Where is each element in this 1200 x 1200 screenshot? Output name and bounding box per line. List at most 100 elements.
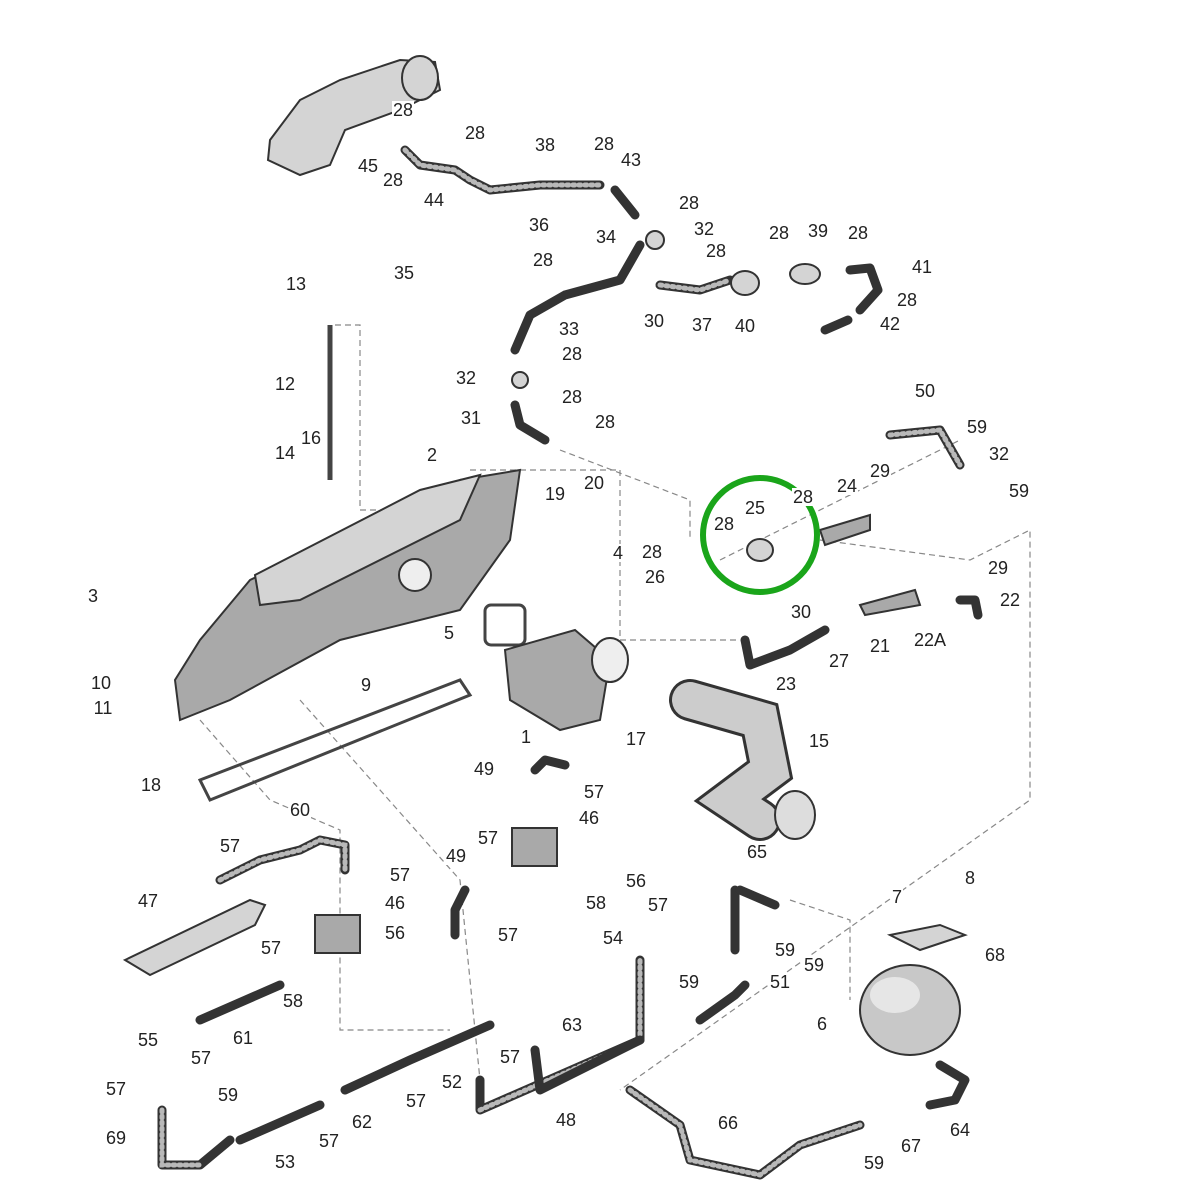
- part-callout: 30: [642, 311, 666, 331]
- part-callout: 56: [624, 871, 648, 891]
- part-callout: 44: [422, 190, 446, 210]
- part-callout: 8: [963, 868, 977, 888]
- part-callout: 28: [704, 241, 728, 261]
- part-callout: 63: [560, 1015, 584, 1035]
- part-callout: 45: [356, 156, 380, 176]
- part-callout: 9: [359, 675, 373, 695]
- part-callout: 53: [273, 1152, 297, 1172]
- part-callout: 20: [582, 473, 606, 493]
- part-callout: 40: [733, 316, 757, 336]
- part-callout: 52: [440, 1072, 464, 1092]
- part-callout: 49: [444, 846, 468, 866]
- intake-manifold: [173, 325, 522, 722]
- part-callout: 27: [827, 651, 851, 671]
- part-callout: 59: [965, 417, 989, 437]
- part-callout: 58: [281, 991, 305, 1011]
- part-callout: 4: [611, 543, 625, 563]
- large-hose-15: [669, 679, 816, 841]
- part-callout: 66: [716, 1113, 740, 1133]
- part-callout: 18: [139, 775, 163, 795]
- part-callout: 59: [216, 1085, 240, 1105]
- part-callout: 57: [404, 1091, 428, 1111]
- throttle-body: [503, 628, 629, 732]
- part-callout: 59: [677, 972, 701, 992]
- part-callout: 64: [948, 1120, 972, 1140]
- part-callout: 37: [690, 315, 714, 335]
- part-callout: 16: [299, 428, 323, 448]
- vacuum-hoses: [157, 145, 983, 1180]
- part-callout: 13: [284, 274, 308, 294]
- part-callout: 65: [745, 842, 769, 862]
- part-callout: 56: [383, 923, 407, 943]
- part-callout: 28: [640, 542, 664, 562]
- part-callout: 32: [692, 219, 716, 239]
- part-callout: 54: [601, 928, 625, 948]
- part-callout: 6: [815, 1014, 829, 1034]
- part-callout: 24: [835, 476, 859, 496]
- part-callout: 57: [388, 865, 412, 885]
- part-callout: 28: [592, 134, 616, 154]
- part-callout: 59: [1007, 481, 1031, 501]
- part-callout: 29: [986, 558, 1010, 578]
- part-callout: 47: [136, 891, 160, 911]
- part-callout: 32: [987, 444, 1011, 464]
- part-callout: 7: [890, 887, 904, 907]
- part-callout: 28: [560, 344, 584, 364]
- part-callout: 59: [862, 1153, 886, 1173]
- part-callout: 36: [527, 215, 551, 235]
- part-callout: 11: [92, 698, 114, 718]
- part-callout: 28: [791, 487, 815, 507]
- part-callout: 22A: [912, 630, 948, 650]
- part-callout: 62: [350, 1112, 374, 1132]
- part-callout: 57: [218, 836, 242, 856]
- part-callout: 57: [498, 1047, 522, 1067]
- part-callout: 31: [459, 408, 483, 428]
- valves: [314, 230, 968, 954]
- part-callout: 17: [624, 729, 648, 749]
- part-callout: 21: [868, 636, 892, 656]
- part-callout: 28: [677, 193, 701, 213]
- part-callout: 50: [913, 381, 937, 401]
- part-callout: 19: [543, 484, 567, 504]
- part-callout: 25: [743, 498, 767, 518]
- air-intake-pipe: [266, 55, 442, 177]
- part-callout: 28: [391, 100, 415, 120]
- part-callout: 28: [381, 170, 405, 190]
- part-callout: 49: [472, 759, 496, 779]
- part-callout: 15: [807, 731, 831, 751]
- part-callout: 46: [577, 808, 601, 828]
- gaskets: [122, 603, 527, 977]
- part-callout: 28: [560, 387, 584, 407]
- part-callout: 28: [767, 223, 791, 243]
- part-callout: 57: [104, 1079, 128, 1099]
- part-callout: 59: [802, 955, 826, 975]
- part-callout: 61: [231, 1028, 255, 1048]
- part-callout: 57: [646, 895, 670, 915]
- part-callout: 69: [104, 1128, 128, 1148]
- part-callout: 28: [463, 123, 487, 143]
- part-callout: 28: [895, 290, 919, 310]
- part-callout: 2: [425, 445, 439, 465]
- part-callout: 57: [317, 1131, 341, 1151]
- part-callout: 22: [998, 590, 1022, 610]
- part-callout: 12: [273, 374, 297, 394]
- part-callout: 28: [531, 250, 555, 270]
- part-callout: 26: [643, 567, 667, 587]
- part-callout: 10: [89, 673, 113, 693]
- part-callout: 51: [768, 972, 792, 992]
- part-callout: 59: [773, 940, 797, 960]
- part-callout: 57: [476, 828, 500, 848]
- part-callout: 67: [899, 1136, 923, 1156]
- part-callout: 28: [712, 514, 736, 534]
- part-callout: 34: [594, 227, 618, 247]
- part-callout: 29: [868, 461, 892, 481]
- part-callout: 68: [983, 945, 1007, 965]
- highlight-circle: [700, 475, 820, 595]
- part-callout: 33: [557, 319, 581, 339]
- part-callout: 5: [442, 623, 456, 643]
- part-callout: 28: [593, 412, 617, 432]
- part-callout: 1: [519, 727, 533, 747]
- part-callout: 58: [584, 893, 608, 913]
- part-callout: 41: [910, 257, 934, 277]
